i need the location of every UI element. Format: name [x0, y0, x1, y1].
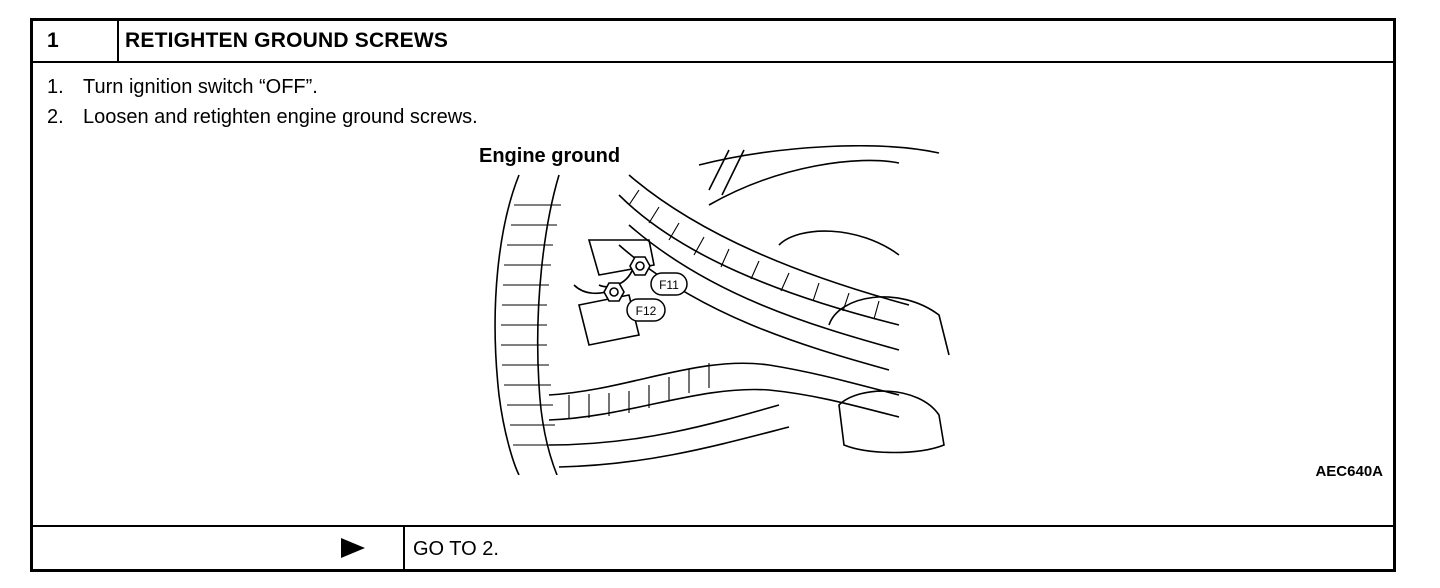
instruction-text: Turn ignition switch “OFF”.	[83, 76, 318, 98]
step-body: 1. Turn ignition switch “OFF”. 2. Loosen a…	[33, 63, 1393, 523]
figure-code: AEC640A	[1315, 463, 1383, 480]
callout-f12: F12	[626, 298, 666, 322]
callout-f11-label: F11	[659, 278, 679, 292]
instruction-number: 1.	[47, 76, 64, 98]
step-title: RETIGHTEN GROUND SCREWS	[125, 29, 449, 52]
instruction-number: 2.	[47, 106, 64, 128]
callout-f11: F11	[650, 272, 688, 296]
step-number: 1	[33, 21, 119, 61]
step-footer: GO TO 2.	[33, 525, 1393, 571]
instruction-2: 2. Loosen and retighten engine ground scr…	[47, 105, 478, 129]
step-header: 1 RETIGHTEN GROUND SCREWS	[33, 21, 1393, 63]
figure-label: Engine ground	[479, 145, 625, 168]
instruction-text: Loosen and retighten engine ground screw…	[83, 106, 478, 128]
footer-arrow-cell	[33, 527, 405, 571]
instruction-1: 1. Turn ignition switch “OFF”.	[47, 75, 318, 99]
ground-bolt-f12	[603, 282, 625, 302]
goto-action: GO TO 2.	[413, 538, 499, 560]
step-table: 1 RETIGHTEN GROUND SCREWS 1. Turn ignitio…	[30, 18, 1396, 572]
engine-ground-illustration: F11 F12 Engine ground	[479, 145, 955, 476]
callout-f12-label: F12	[636, 304, 657, 318]
right-triangle-arrow-icon	[341, 538, 365, 558]
ground-bolt-f11	[629, 256, 651, 276]
engine-harness-drawing: F11 F12	[494, 145, 950, 476]
